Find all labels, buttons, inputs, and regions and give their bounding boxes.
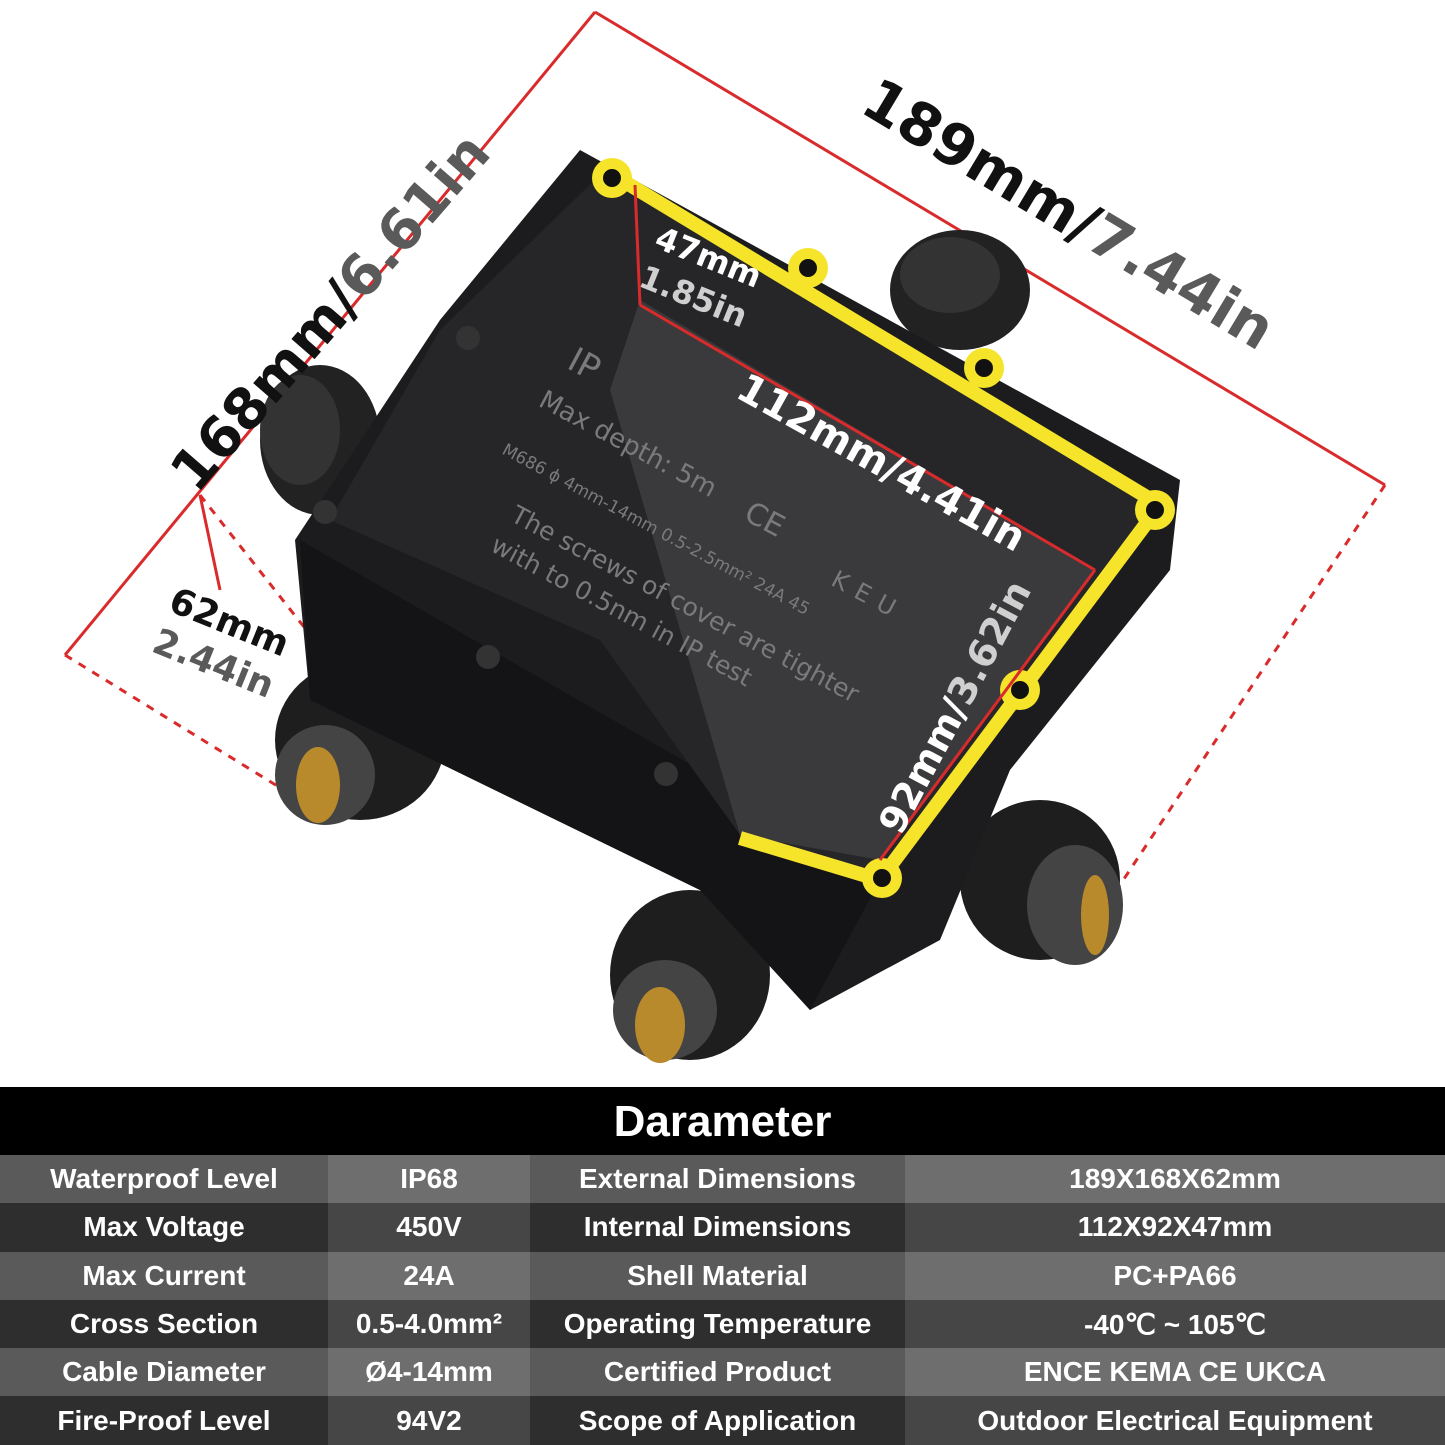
cable-gland-bottom bbox=[610, 890, 770, 1063]
param-label: Certified Product bbox=[530, 1348, 905, 1397]
param-label: Cross Section bbox=[0, 1299, 328, 1349]
param-label: Max Current bbox=[0, 1251, 328, 1300]
param-value: 24A bbox=[328, 1251, 530, 1300]
table-row: Cross Section 0.5-4.0mm² Operating Tempe… bbox=[0, 1299, 1445, 1349]
param-value: 112X92X47mm bbox=[905, 1203, 1445, 1252]
param-value: 189X168X62mm bbox=[905, 1155, 1445, 1204]
param-value: 450V bbox=[328, 1203, 530, 1252]
param-label: Cable Diameter bbox=[0, 1348, 328, 1397]
table-row: Fire-Proof Level 94V2 Scope of Applicati… bbox=[0, 1396, 1445, 1445]
table-title: Darameter bbox=[0, 1087, 1445, 1155]
junction-box-drawing bbox=[63, 10, 1387, 1063]
inner-panel bbox=[610, 300, 1095, 860]
param-label: Scope of Application bbox=[530, 1396, 905, 1445]
table-row: Cable Diameter Ø4-14mm Certified Product… bbox=[0, 1348, 1445, 1397]
param-value: IP68 bbox=[328, 1155, 530, 1204]
param-value: 0.5-4.0mm² bbox=[328, 1299, 530, 1349]
param-value: PC+PA66 bbox=[905, 1251, 1445, 1300]
param-label: Operating Temperature bbox=[530, 1299, 905, 1349]
param-label: External Dimensions bbox=[530, 1155, 905, 1204]
inner-dimension-lines bbox=[633, 184, 1097, 861]
param-value: 94V2 bbox=[328, 1396, 530, 1445]
param-value: Ø4-14mm bbox=[328, 1348, 530, 1397]
param-label: Internal Dimensions bbox=[530, 1203, 905, 1252]
screws bbox=[313, 169, 1164, 887]
cable-gland-top bbox=[890, 230, 1030, 350]
param-value: ENCE KEMA CE UKCA bbox=[905, 1348, 1445, 1397]
param-value: -40℃ ~ 105℃ bbox=[905, 1299, 1445, 1349]
table-row: Max Current 24A Shell Material PC+PA66 bbox=[0, 1251, 1445, 1300]
parameter-table: Darameter Waterproof Level IP68 External… bbox=[0, 1087, 1445, 1445]
param-label: Waterproof Level bbox=[0, 1155, 328, 1204]
param-label: Fire-Proof Level bbox=[0, 1396, 328, 1445]
box-side bbox=[300, 540, 880, 1010]
table-row: Waterproof Level IP68 External Dimension… bbox=[0, 1155, 1445, 1204]
table-row: Max Voltage 450V Internal Dimensions 112… bbox=[0, 1203, 1445, 1252]
param-value: Outdoor Electrical Equipment bbox=[905, 1396, 1445, 1445]
cable-gland-right bbox=[960, 800, 1123, 965]
param-label: Max Voltage bbox=[0, 1203, 328, 1252]
param-label: Shell Material bbox=[530, 1251, 905, 1300]
